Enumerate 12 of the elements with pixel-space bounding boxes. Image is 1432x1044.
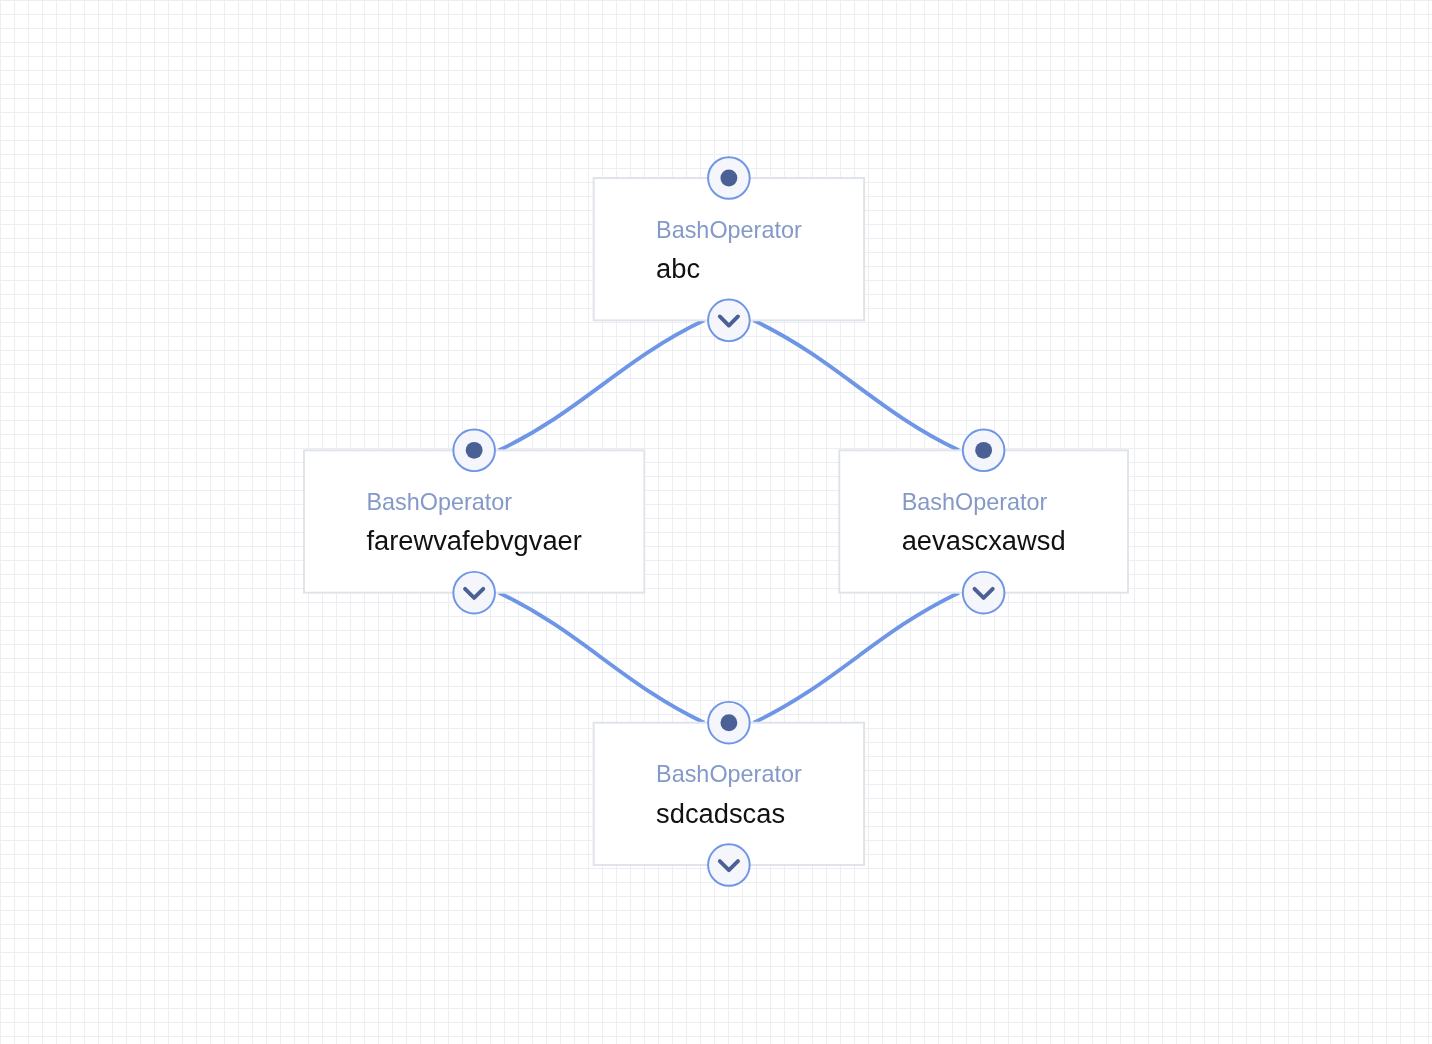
task-name-label: farewvafebvgvaer (366, 526, 582, 557)
task-name-label: aevascxawsd (901, 526, 1066, 557)
task-box (303, 449, 646, 595)
task-box (592, 722, 866, 867)
operator-type-label: BashOperator (656, 217, 802, 244)
task-box (592, 177, 866, 322)
task-name-label: abc (656, 253, 701, 284)
task-box (838, 449, 1129, 595)
operator-type-label: BashOperator (366, 489, 513, 516)
operator-type-label: BashOperator (901, 489, 1048, 516)
operator-type-label: BashOperator (656, 762, 802, 789)
task-name-label: sdcadscas (656, 798, 786, 829)
